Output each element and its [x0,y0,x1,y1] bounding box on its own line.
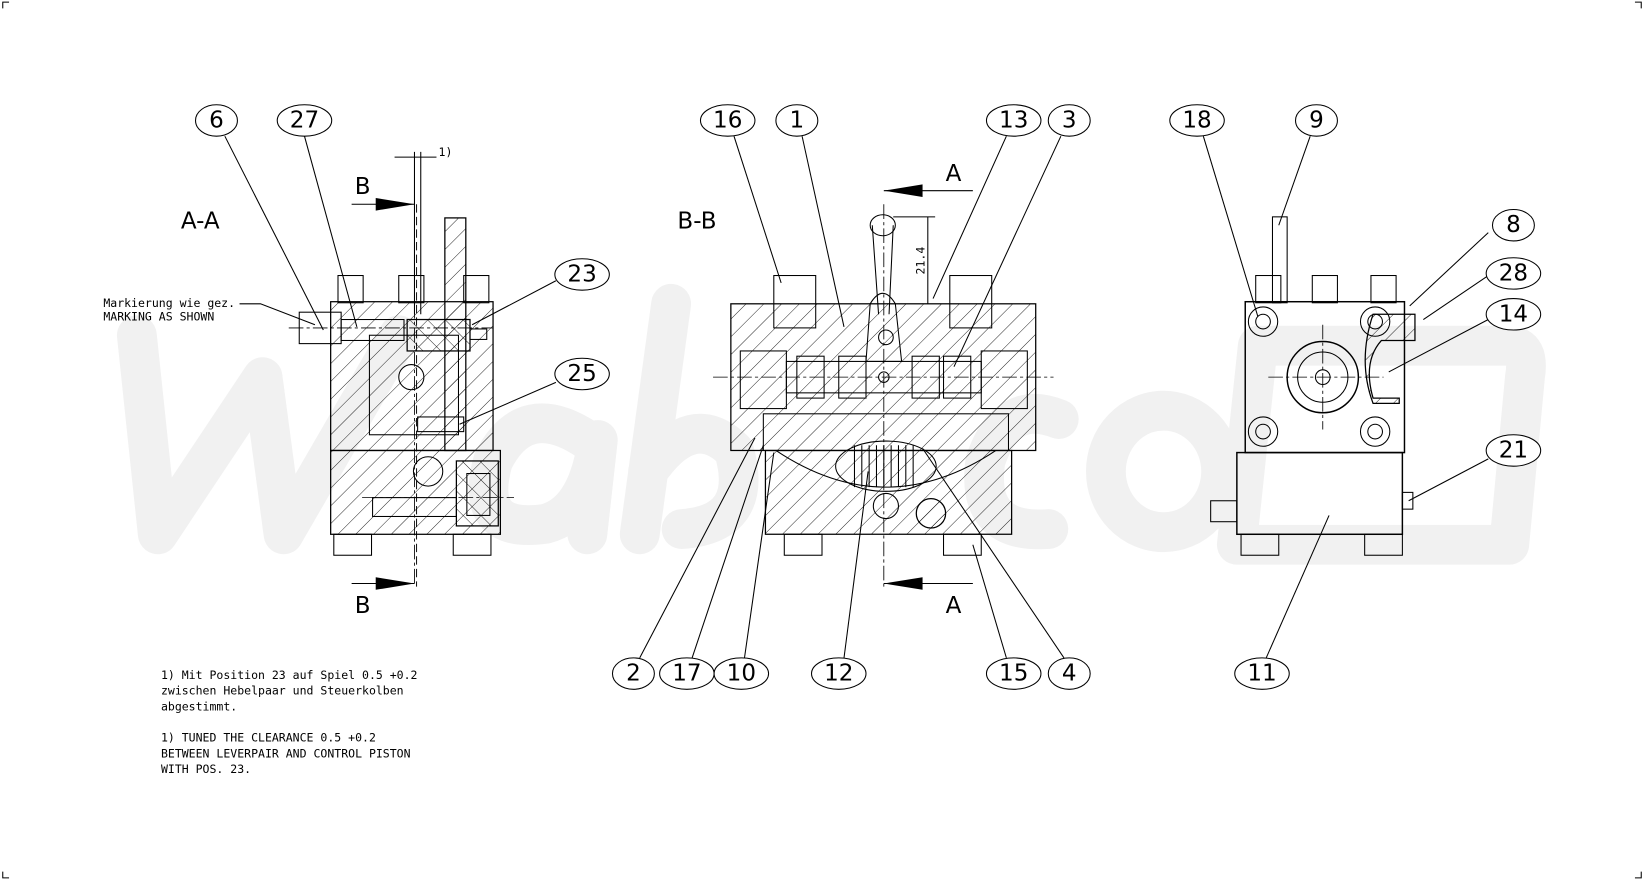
svg-text:1: 1 [790,107,805,133]
balloon-15: 15 [985,657,1042,690]
note-en-line: BETWEEN LEVERPAIR AND CONTROL PISTON [161,746,411,760]
clearance-reference: 1) [439,145,453,159]
view-title: A-A [181,208,220,234]
section-mark-a-top: A [946,161,962,187]
balloon-12: 12 [811,657,867,690]
svg-text:4: 4 [1062,661,1077,687]
svg-text:8: 8 [1506,212,1521,238]
svg-text:2: 2 [626,661,641,687]
balloon-28: 28 [1485,257,1542,290]
balloon-27: 27 [276,104,333,137]
balloon-3: 3 [1047,104,1091,137]
svg-text:16: 16 [713,107,742,133]
balloon-23: 23 [554,258,610,291]
balloon-25: 25 [554,357,610,391]
balloon-16: 16 [699,104,756,137]
svg-text:27: 27 [290,107,319,133]
balloon-11: 11 [1234,657,1290,690]
view-side [1210,216,1416,556]
marking-note-en: MARKING AS SHOWN [103,310,214,324]
note-de-line: 1) Mit Position 23 auf Spiel 0.5 +0.2 [161,668,418,682]
svg-text:18: 18 [1182,107,1211,133]
balloon-13: 13 [985,104,1042,137]
svg-text:28: 28 [1499,260,1528,286]
svg-text:15: 15 [999,661,1028,687]
svg-text:11: 11 [1247,661,1276,687]
section-mark-b-top: B [355,174,371,200]
svg-text:10: 10 [727,661,756,687]
balloon-6: 6 [195,104,238,137]
balloon-8: 8 [1491,209,1535,242]
balloon-1: 1 [775,104,819,137]
svg-text:23: 23 [567,261,596,287]
dimension-21-4: 21.4 [914,247,928,275]
balloon-14: 14 [1485,298,1542,331]
notes-block: 1) Mit Position 23 auf Spiel 0.5 +0.2 zw… [161,668,418,776]
view-section-bb: B-B 21.4 A A [677,161,1054,619]
svg-text:12: 12 [824,661,853,687]
svg-text:21: 21 [1499,437,1528,463]
balloon-10: 10 [713,657,770,690]
note-en-line: 1) TUNED THE CLEARANCE 0.5 +0.2 [161,731,376,745]
section-mark-a-bottom: A [946,593,962,619]
svg-text:6: 6 [209,107,224,133]
svg-text:13: 13 [999,107,1028,133]
balloon-2: 2 [611,657,655,690]
section-mark-b-bottom: B [355,593,371,619]
balloon-21: 21 [1485,434,1542,467]
leader-lines [224,135,1489,659]
balloon-18: 18 [1169,104,1225,137]
svg-text:14: 14 [1499,301,1528,327]
svg-text:3: 3 [1062,107,1077,133]
balloon-9: 9 [1295,104,1338,137]
view-title: B-B [677,208,716,234]
balloon-17: 17 [659,657,715,690]
svg-text:25: 25 [567,361,596,387]
note-de-line: zwischen Hebelpaar und Steuerkolben [161,684,404,698]
view-section-aa: A-A 1) B B Markierung wie gez. MARKING A… [103,145,514,619]
note-de-line: abgestimmt. [161,699,237,713]
balloon-4: 4 [1047,657,1091,690]
note-en-line: WITH POS. 23. [161,762,251,776]
svg-text:17: 17 [672,661,701,687]
marking-note-de: Markierung wie gez. [103,296,235,310]
svg-text:9: 9 [1309,107,1324,133]
